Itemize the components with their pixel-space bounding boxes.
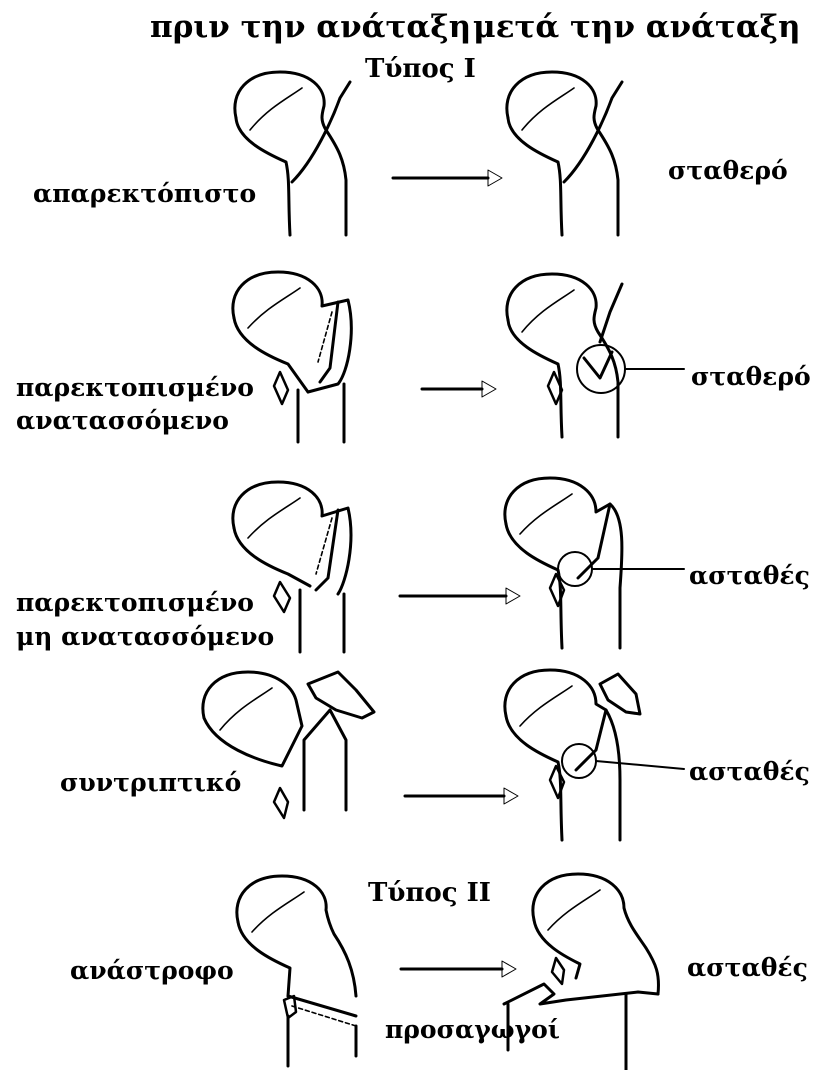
- row1-before-femur: [235, 72, 350, 235]
- row2-circle: [577, 345, 625, 393]
- row3-after-femur: [505, 478, 622, 648]
- row2-before-femur: [233, 272, 351, 442]
- row5-after-femur: [504, 874, 659, 1070]
- row3-before-femur: [233, 482, 351, 652]
- row5-before-femur: [237, 876, 356, 1066]
- row2-after-femur: [507, 274, 622, 437]
- row1-after-femur: [507, 72, 622, 235]
- row4-after-femur: [505, 670, 640, 840]
- row4-circle: [562, 744, 596, 778]
- row4-before-femur: [203, 672, 374, 818]
